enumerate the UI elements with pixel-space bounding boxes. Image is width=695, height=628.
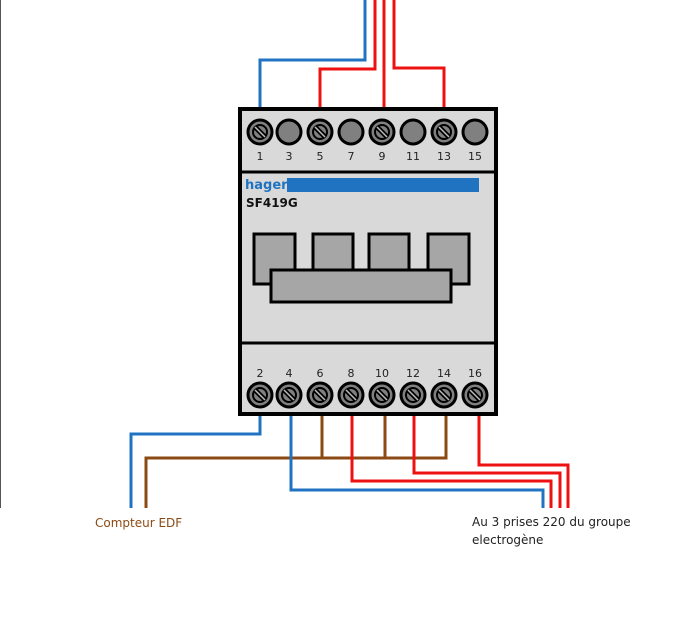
screw-slot-highlight (345, 389, 357, 401)
terminal-label: 1 (257, 150, 264, 163)
terminal-bottom-14: 14 (430, 367, 458, 409)
terminal-bottom-12: 12 (399, 367, 427, 409)
terminal-label: 5 (317, 150, 324, 163)
wire-top-5-phase (318, 0, 377, 108)
screw-slot-highlight (254, 389, 266, 401)
screw-head-ring (252, 387, 268, 403)
wire-bottom-4-neutral (289, 415, 545, 508)
terminal-top-1: 1 (246, 118, 274, 163)
terminal-bottom-2: 2 (246, 367, 274, 409)
screw-head-ring (312, 124, 328, 140)
terminal-label: 12 (406, 367, 420, 380)
wire-bottom-8-phase (350, 415, 553, 508)
terminal-label: 10 (375, 367, 389, 380)
terminal-label: 2 (257, 367, 264, 380)
terminal-hole-icon (399, 118, 427, 146)
terminal-label: 4 (286, 367, 293, 380)
screw-head-ring (281, 387, 297, 403)
terminal-label: 7 (348, 150, 355, 163)
terminal-bottom-10: 10 (368, 367, 396, 409)
screw-slot-highlight (314, 389, 326, 401)
screw-slot-highlight (469, 389, 481, 401)
terminal-bottom-6: 6 (306, 367, 334, 409)
caption-compteur-edf: Compteur EDF (95, 514, 182, 532)
screw-slot-highlight (376, 126, 388, 138)
terminal-label: 14 (437, 367, 451, 380)
screw-slot-highlight (283, 389, 295, 401)
screw-head-ring (467, 387, 483, 403)
screw-slot-highlight (376, 389, 388, 401)
terminal-top-7: 7 (337, 118, 365, 163)
caption-right-line2: electrogène (472, 533, 544, 547)
terminal-label: 9 (379, 150, 386, 163)
screw-head-ring (374, 124, 390, 140)
terminal-bottom-16: 16 (461, 367, 489, 409)
terminal-top-3: 3 (275, 118, 303, 163)
wire-bottom-16-phase (477, 415, 570, 508)
terminal-label: 16 (468, 367, 482, 380)
screw-slot-highlight (314, 126, 326, 138)
terminal-label: 3 (286, 150, 293, 163)
terminal-label: 15 (468, 150, 482, 163)
terminal-hole-icon (275, 118, 303, 146)
caption-right-line1: Au 3 prises 220 du groupe (472, 515, 631, 529)
caption-generator: Au 3 prises 220 du groupe electrogène (472, 513, 672, 549)
wire-top-13-phase (392, 0, 446, 108)
wire-bottom-2-neutral (129, 415, 262, 508)
pole-lever-3 (367, 232, 411, 276)
brand-bar (287, 178, 479, 192)
screw-head-ring (343, 387, 359, 403)
switch-mechanism (252, 232, 471, 304)
brand-label: hager (245, 178, 288, 193)
terminal-top-5: 5 (306, 118, 334, 163)
terminal-label: 6 (317, 367, 324, 380)
wire-bottom-earth-bus (144, 415, 448, 508)
terminal-bottom-4: 4 (275, 367, 303, 409)
wire-bottom-12-phase (412, 415, 562, 508)
screw-head-ring (312, 387, 328, 403)
terminal-hole-icon (461, 118, 489, 146)
screw-head-ring (252, 124, 268, 140)
screw-slot-highlight (407, 389, 419, 401)
terminal-label: 13 (437, 150, 451, 163)
top-wires (258, 0, 446, 108)
terminal-top-9: 9 (368, 118, 396, 163)
screw-slot-highlight (254, 126, 266, 138)
model-label: SF419G (246, 196, 298, 210)
wire-top-1-neutral (258, 0, 367, 108)
caption-left-text: Compteur EDF (95, 516, 183, 530)
screw-head-ring (374, 387, 390, 403)
terminal-top-13: 13 (430, 118, 458, 163)
screw-head-ring (436, 387, 452, 403)
screw-head-ring (405, 387, 421, 403)
terminal-top-15: 15 (461, 118, 489, 163)
screw-head-ring (436, 124, 452, 140)
pole-lever-2 (311, 232, 355, 276)
terminal-label: 8 (348, 367, 355, 380)
terminal-bottom-8: 8 (337, 367, 365, 409)
bottom-terminal-row: 2 4 6 8 10 12 14 16 (246, 367, 489, 409)
terminal-label: 11 (406, 150, 420, 163)
screw-slot-highlight (438, 389, 450, 401)
bottom-wires (129, 415, 570, 508)
actuator-bar (269, 268, 453, 304)
terminal-top-11: 11 (399, 118, 427, 163)
terminal-hole-icon (337, 118, 365, 146)
screw-slot-highlight (438, 126, 450, 138)
